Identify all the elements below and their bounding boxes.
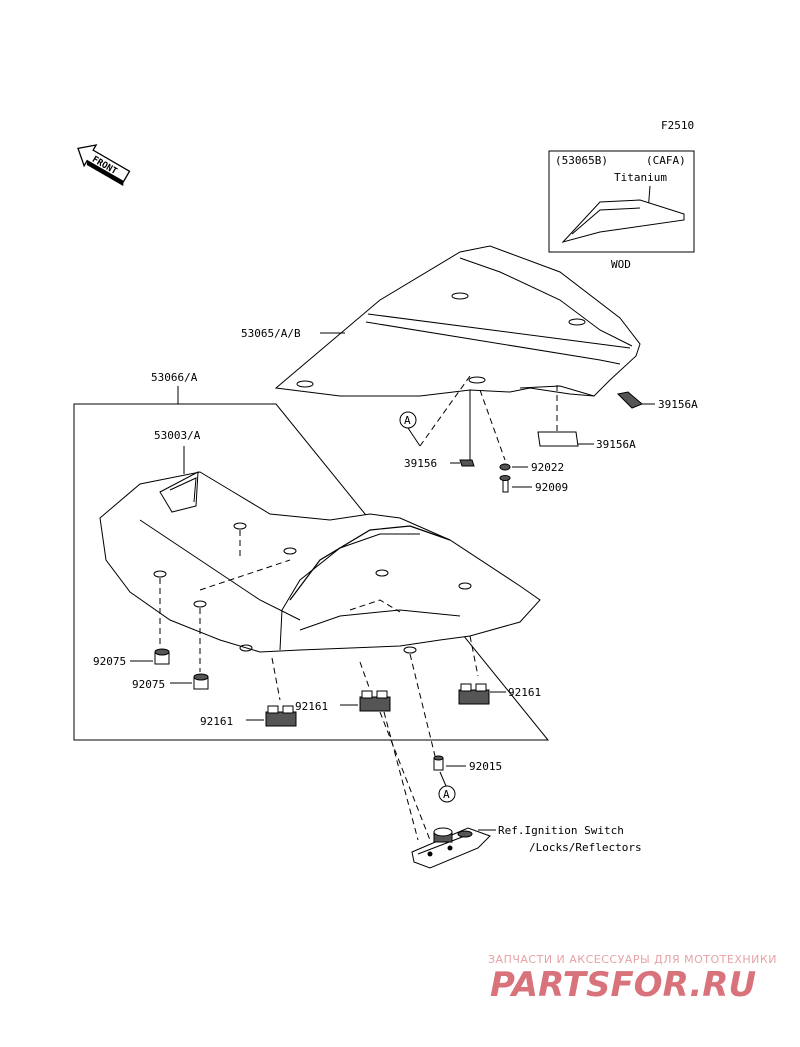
label-53066: 53066/A	[151, 371, 198, 384]
seat	[99, 471, 541, 654]
label-39156: 39156	[404, 457, 437, 470]
watermark-tagline: ЗАПЧАСТИ И АКСЕССУАРЫ ДЛЯ МОТОТЕХНИКИ	[488, 953, 777, 966]
label-ref-ignition-switch: Ref.Ignition Switch	[498, 824, 624, 837]
label-39156a-2: 39156A	[596, 438, 636, 451]
grommet-92075-lower	[193, 673, 209, 690]
collar-92015	[433, 755, 444, 771]
label-53065: 53065/A/B	[241, 327, 301, 340]
rubber-block-92161-center	[359, 690, 391, 712]
label-ref-locks-reflectors: /Locks/Reflectors	[529, 841, 642, 854]
label-92022: 92022	[531, 461, 564, 474]
wod-code: (53065B)	[555, 154, 608, 167]
label-92161-1: 92161	[200, 715, 233, 728]
label-92015: 92015	[469, 760, 502, 773]
tape-39156	[459, 459, 475, 467]
front-arrow-icon: FRONT	[77, 144, 131, 187]
callout-a-lower	[438, 785, 456, 803]
wod-color: (CAFA)	[646, 154, 686, 167]
callout-a-upper-label: A	[404, 414, 411, 427]
label-92009: 92009	[535, 481, 568, 494]
label-92161-2: 92161	[295, 700, 328, 713]
washer-92022	[499, 463, 511, 471]
rubber-block-92161-left	[265, 705, 297, 727]
rubber-block-92161-right	[458, 683, 490, 705]
figure-code: F2510	[661, 119, 694, 132]
label-39156a-1: 39156A	[658, 398, 698, 411]
label-92075-2: 92075	[132, 678, 165, 691]
tape-39156a-tail	[616, 391, 643, 409]
callout-a-lower-label: A	[443, 788, 450, 801]
wod-material: Titanium	[614, 171, 667, 184]
watermark-logo: PARTSFOR.RU	[490, 965, 756, 1005]
seat-cowl	[274, 245, 641, 397]
pad-39156a	[537, 431, 579, 447]
label-53003: 53003/A	[154, 429, 201, 442]
label-92075-1: 92075	[93, 655, 126, 668]
wod-variant-box: (53065B) (CAFA) Titanium WOD	[548, 150, 695, 271]
cowl-thumbnail	[561, 199, 685, 243]
label-92161-3: 92161	[508, 686, 541, 699]
grommet-92075-upper	[154, 648, 170, 665]
wod-caption: WOD	[611, 258, 631, 271]
seat-lock-assembly	[411, 827, 491, 869]
